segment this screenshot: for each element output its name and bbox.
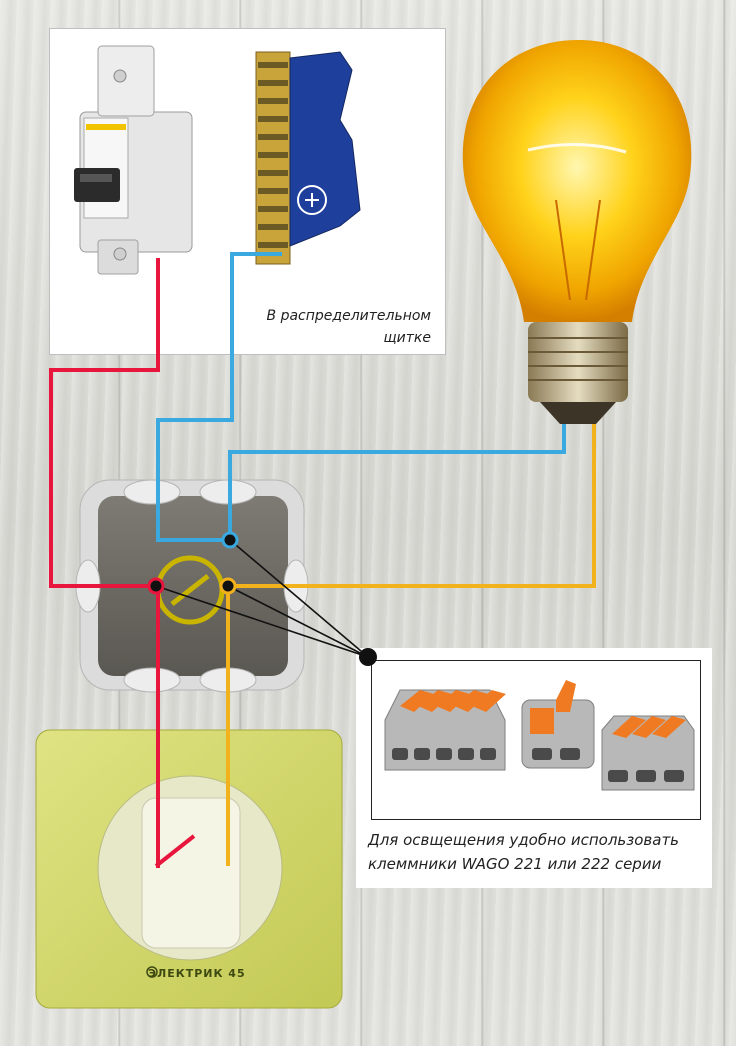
phase-junction-dot: [147, 577, 165, 595]
switched-junction-dot: [219, 577, 237, 595]
wago-caption-line2: клеммники WAGO 221 или 222 серии: [368, 855, 662, 873]
neutral-junction-dot: [221, 531, 239, 549]
wago-image-frame: [371, 660, 701, 820]
switch-contact: [154, 834, 196, 868]
wago-caption: Для освщещения удобно использовать клемм…: [368, 828, 708, 876]
wago-222-2-icon: [521, 680, 595, 769]
junction-box-icon: [75, 479, 309, 693]
wago-connectors-icon: [384, 680, 695, 791]
wires: [49, 252, 596, 868]
pointer-lines: [155, 539, 369, 658]
neutral-wire-lamp: [228, 424, 566, 540]
wago-221-5-icon: [384, 689, 506, 771]
panel-caption-line1: В распределительном: [266, 308, 431, 324]
wago-221-3-icon: [601, 715, 695, 791]
light-switch-icon: [35, 729, 343, 1009]
panel-caption: В распределительном щитке: [231, 305, 431, 349]
wago-caption-line1: Для освщещения удобно использовать: [368, 831, 680, 849]
switched-wire: [226, 424, 596, 866]
panel-caption-line2: щитке: [383, 330, 431, 346]
circuit-breaker-icon: [74, 45, 193, 275]
neutral-wire-in: [156, 252, 282, 542]
light-bulb-icon: [462, 40, 692, 424]
terminal-bus-icon: [255, 51, 361, 265]
switch-brand-label: ЭЛЕКТРИК 45: [148, 967, 246, 980]
pointer-dot: [359, 648, 377, 666]
